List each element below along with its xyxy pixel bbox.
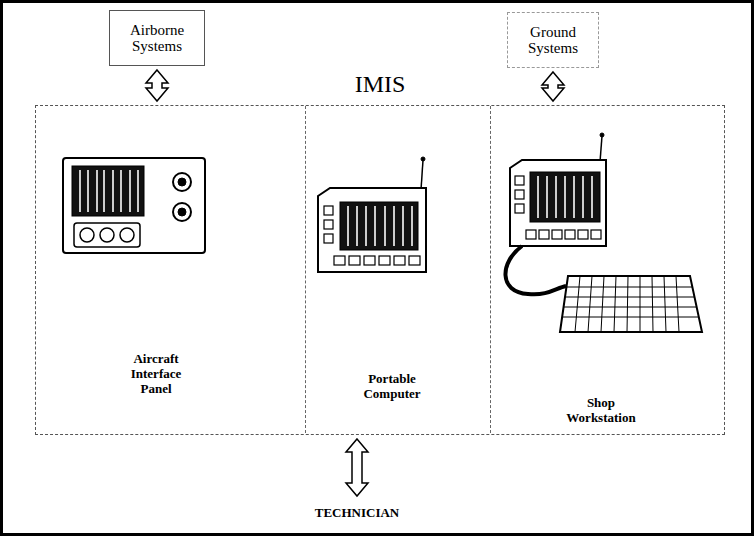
component-panel: Shop Workstation <box>491 106 723 433</box>
system-box: Airborne Systems <box>109 10 205 66</box>
node-label: Ground Systems <box>512 24 594 57</box>
node-label: Shop Workstation <box>553 396 649 426</box>
node-label: TECHNICIAN <box>315 505 400 521</box>
workstation-illustration <box>505 133 702 332</box>
node-label: Portable Computer <box>350 372 434 402</box>
node-label: Airborne Systems <box>114 22 200 55</box>
double-arrow <box>346 439 368 496</box>
double-arrow <box>542 72 564 101</box>
portable-computer-illustration <box>318 157 426 272</box>
component-panel: Portable Computer <box>306 106 491 433</box>
system-frame: IMISAircraft Interface PanelPortable Com… <box>35 105 725 435</box>
double-arrow <box>146 70 168 101</box>
node-label: Aircraft Interface Panel <box>114 352 198 397</box>
system-title: IMIS <box>36 70 724 98</box>
system-box: Ground Systems <box>507 12 599 68</box>
actor-label: TECHNICIAN <box>296 500 418 526</box>
panel-illustration <box>63 158 205 253</box>
component-panel: Aircraft Interface Panel <box>36 106 306 433</box>
